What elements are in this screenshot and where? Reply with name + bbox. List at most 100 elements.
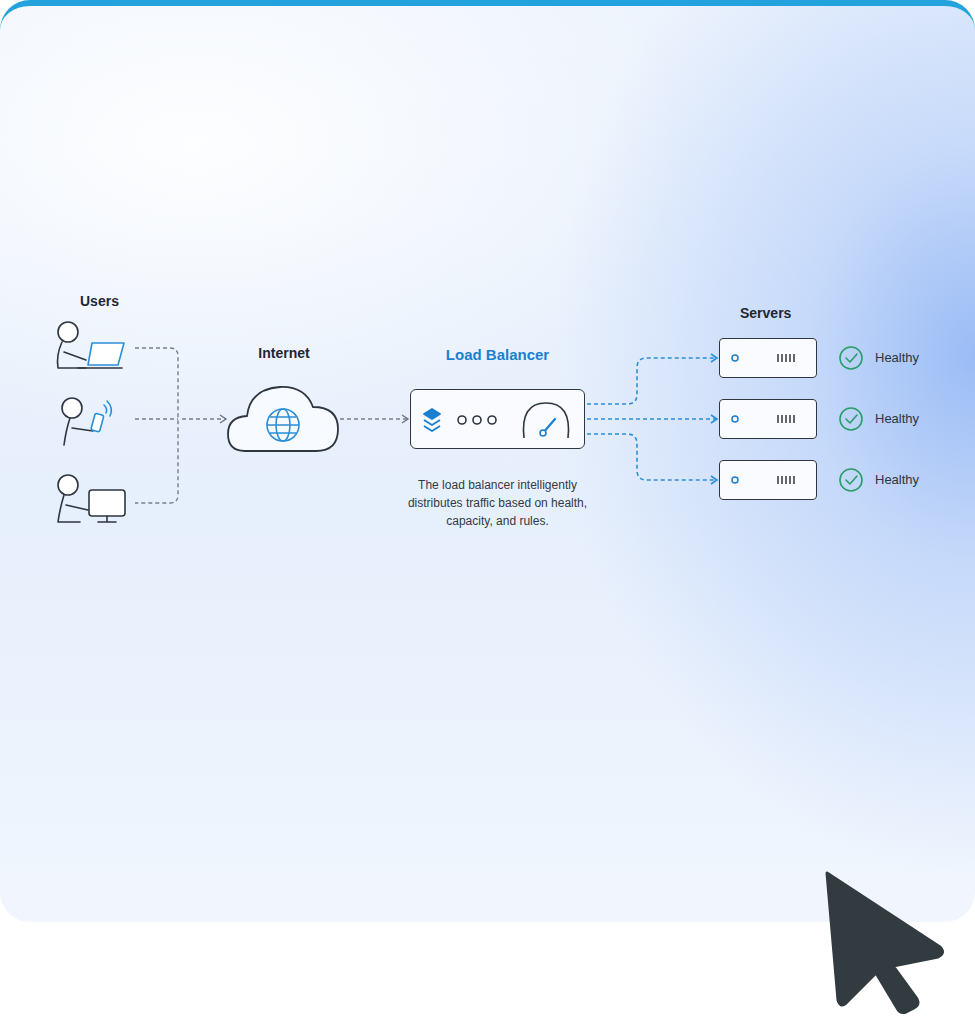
user-merge-lines [135, 348, 178, 503]
server-racks-part-part [732, 355, 738, 361]
users-figures-part [78, 367, 122, 369]
server-racks-part-part [781, 476, 783, 484]
server-racks-part-part [732, 416, 738, 422]
cloud-icon [228, 387, 338, 451]
load-balancer-device-part [424, 409, 440, 431]
status-label: Healthy [875, 472, 919, 488]
users-figures-part [58, 322, 78, 342]
dashed-connector [587, 434, 717, 480]
cloud-icon-part-part [267, 409, 299, 441]
mouse-cursor [827, 873, 943, 1013]
server-racks-part-part [777, 415, 779, 423]
server-racks-part-part [785, 476, 787, 484]
server-racks [719, 338, 817, 500]
health-checks-part [840, 469, 862, 491]
users-figures-part [107, 401, 111, 416]
server-racks-part-part [777, 476, 779, 484]
server-racks-part-part [789, 476, 791, 484]
server-box: Healthy [719, 460, 934, 500]
node-heading: Internet [225, 345, 343, 361]
connector-anchor [228, 387, 338, 451]
users-figures-part [91, 413, 104, 432]
status-label: Healthy [875, 350, 919, 366]
users-figures-part [72, 428, 93, 431]
card-background [0, 0, 975, 922]
health-checks-part [846, 415, 857, 423]
node-heading: Load Balancer [395, 346, 600, 364]
users-figures-part [58, 475, 78, 495]
caption-text: The load balancer intelligently distribu… [403, 476, 592, 530]
connector-anchor [175, 335, 180, 503]
load-balancer-device-part [410, 389, 585, 449]
load-balancer-device [410, 389, 585, 449]
load-balancer-device-part [540, 430, 546, 436]
server-racks-part-part [732, 477, 738, 483]
node-heading: Users [80, 293, 119, 309]
dashed-connector [587, 358, 717, 404]
server-outline [719, 460, 817, 500]
load-balancer-device-part-part [424, 420, 440, 425]
load-balancer-device-part-part [523, 403, 568, 438]
server-racks-part [719, 399, 817, 439]
node-heading: Servers [740, 305, 791, 321]
server-racks-part-part [781, 415, 783, 423]
dashed-connector [182, 418, 226, 419]
health-checks-part [840, 408, 862, 430]
dashed-connector [340, 418, 408, 419]
server-racks-part-part [793, 415, 795, 423]
server-racks-part-part [781, 354, 783, 362]
server-racks-part [719, 338, 817, 378]
server-box: Healthy [719, 399, 934, 439]
user-merge-lines-part [135, 348, 178, 503]
status-label: Healthy [875, 411, 919, 427]
users-figures-part [98, 516, 116, 522]
server-racks-part [732, 355, 738, 483]
server-outline [719, 338, 817, 378]
users-figures [58, 322, 126, 522]
server-racks-part-part [789, 415, 791, 423]
cloud-icon-part [267, 409, 299, 441]
server-racks-part-part [793, 354, 795, 362]
users-figures-part [62, 398, 82, 418]
internet-cloud: Internet [225, 343, 345, 455]
load-balancer-device-part-part [424, 426, 440, 431]
device-outline [410, 389, 585, 449]
load-balancer-device-part-part [458, 416, 466, 424]
users-figures-part [89, 490, 125, 516]
users-figures-part [58, 495, 80, 522]
users-figures-part [104, 405, 107, 413]
user-merge-lines-part [135, 418, 178, 419]
user-group: Users [55, 290, 185, 530]
users-figures-part [66, 505, 88, 510]
server-group: ServersHealthyHealthyHealthy [715, 300, 940, 505]
server-racks-part-part [789, 354, 791, 362]
load-balancer-device-part-part [424, 409, 440, 419]
health-checks-part [846, 476, 857, 484]
load-balancer-box: Load BalancerThe load balancer intellige… [395, 343, 602, 538]
server-racks-part-part [785, 354, 787, 362]
cloud-icon-part-part [267, 417, 299, 433]
load-balancer-device-part-part [473, 416, 481, 424]
server-box: Healthy [719, 338, 934, 378]
load-balancer-device-part [458, 403, 569, 438]
load-balancer-device-part-part [488, 416, 496, 424]
cloud-icon-part [228, 387, 338, 451]
server-racks-part [719, 460, 817, 500]
health-checks [840, 347, 862, 491]
server-racks-part-part [793, 476, 795, 484]
users-figures-part [64, 352, 86, 360]
health-checks-part [840, 347, 862, 369]
dashed-connector [587, 418, 717, 420]
server-outline [719, 399, 817, 439]
server-racks-part [778, 354, 794, 484]
health-checks-part [846, 354, 857, 362]
users-figures-part [58, 342, 87, 368]
users-figures-part [64, 418, 70, 445]
server-racks-part-part [777, 354, 779, 362]
server-racks-part-part [785, 415, 787, 423]
users-figures-part [88, 343, 124, 365]
mouse-cursor-part [827, 873, 943, 1013]
